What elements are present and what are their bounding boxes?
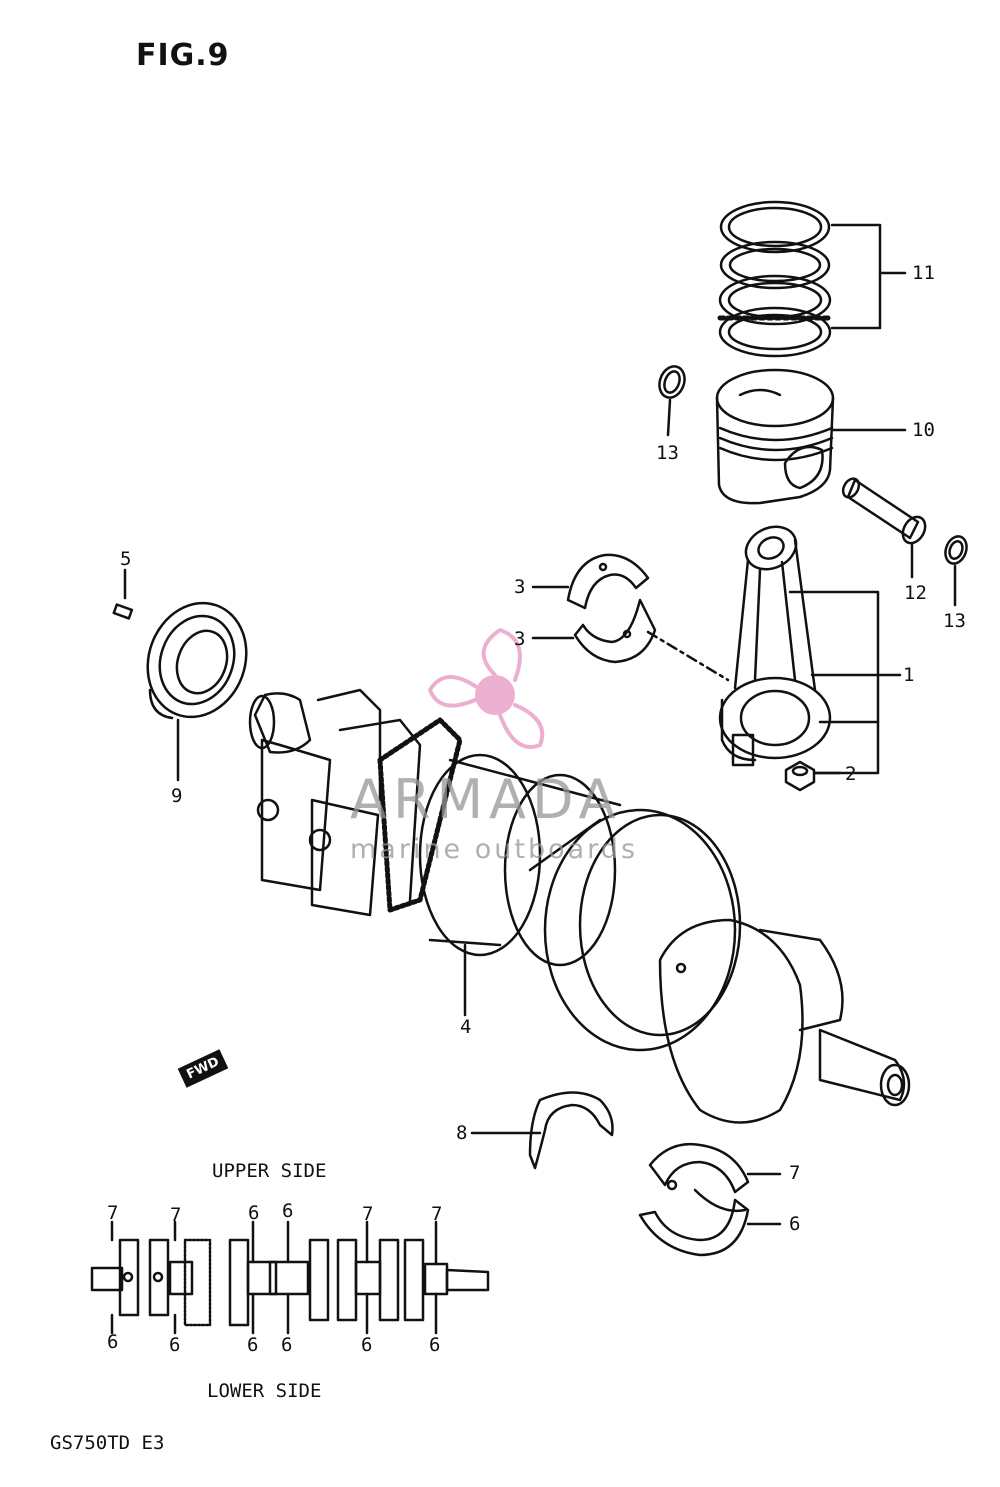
callout-8: 8 (456, 1122, 468, 1144)
upper-number-4: 6 (282, 1200, 294, 1222)
upper-number-5: 7 (362, 1203, 374, 1225)
callout-10: 10 (912, 419, 935, 441)
leader-11 (830, 223, 882, 330)
callout-13-left: 13 (656, 442, 679, 464)
callout-3-lower: 3 (514, 628, 526, 650)
lower-number-4: 6 (281, 1334, 293, 1356)
callout-7: 7 (789, 1162, 801, 1184)
model-code: GS750TD E3 (50, 1432, 165, 1454)
oil-seal (146, 601, 248, 720)
callout-9: 9 (171, 785, 183, 807)
circlip-left (658, 365, 686, 399)
lower-number-1: 6 (107, 1331, 119, 1353)
lower-side-label: LOWER SIDE (207, 1380, 322, 1402)
watermark-logo (428, 628, 545, 749)
conrod-bearing-lower (573, 598, 657, 664)
bearing-map-crankshaft (90, 1220, 490, 1335)
callout-2: 2 (845, 763, 857, 785)
main-bearing (638, 1142, 750, 1257)
callout-1: 1 (903, 664, 915, 686)
lower-number-3: 6 (247, 1334, 259, 1356)
leader-1 (788, 590, 880, 724)
upper-number-3: 6 (248, 1202, 260, 1224)
callout-11: 11 (912, 262, 935, 284)
crankshaft (248, 688, 911, 1124)
upper-side-label: UPPER SIDE (212, 1160, 327, 1182)
figure-title: FIG.9 (136, 38, 230, 73)
callout-13-right: 13 (943, 610, 966, 632)
callout-4: 4 (460, 1016, 472, 1038)
lower-number-6: 6 (429, 1334, 441, 1356)
upper-number-1: 7 (107, 1202, 119, 1224)
connecting-rod (718, 525, 832, 767)
circlip-right (944, 535, 968, 565)
lower-number-5: 6 (361, 1334, 373, 1356)
callout-6: 6 (789, 1213, 801, 1235)
lower-number-2: 6 (169, 1334, 181, 1356)
dash-line (646, 630, 730, 682)
conrod-bearing-upper (566, 553, 650, 610)
callout-12: 12 (904, 582, 927, 604)
callout-5: 5 (120, 548, 132, 570)
watermark-tagline: marine outboards (350, 834, 639, 865)
conrod-nut (784, 760, 816, 792)
upper-number-2: 7 (170, 1204, 182, 1226)
callout-3-upper: 3 (514, 576, 526, 598)
piston (715, 368, 835, 505)
upper-number-6: 7 (431, 1203, 443, 1225)
piston-ring-set (717, 200, 833, 358)
piston-pin (841, 477, 927, 545)
watermark-brand: ARMADA (350, 768, 622, 831)
thrust-bearing (528, 1091, 614, 1170)
dowel-pin (112, 603, 134, 620)
